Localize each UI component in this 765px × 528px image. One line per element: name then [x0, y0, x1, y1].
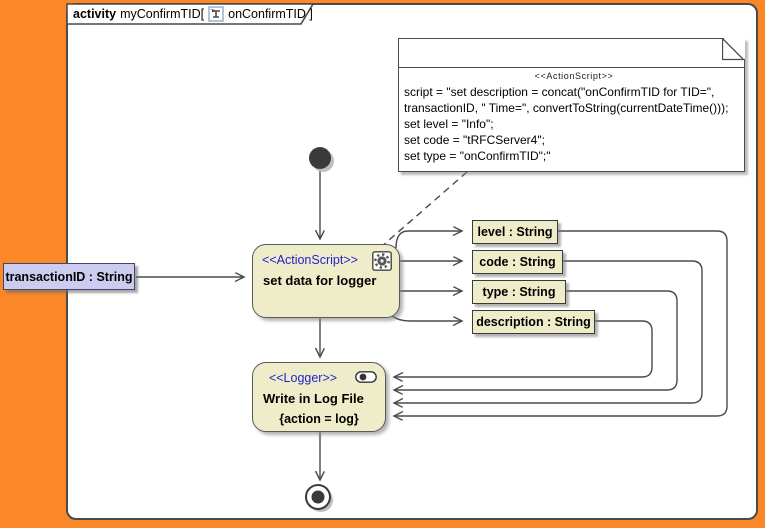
action-write-in-log-file[interactable]: <<Logger>> Write in Log File {action = l… [252, 362, 386, 432]
action-stereotype: <<ActionScript>> [262, 253, 358, 267]
activity-diagram-icon [208, 6, 224, 22]
frame-tab[interactable]: activity myConfirmTID[ onConfirmTID ] [73, 6, 313, 22]
pin-description[interactable]: description : String [472, 310, 595, 334]
note-script-line: set code = "tRFCServer4"; [404, 133, 545, 147]
frame-diagram-ref: onConfirmTID ] [228, 7, 313, 21]
pin-code[interactable]: code : String [472, 250, 563, 274]
pin-level[interactable]: level : String [472, 220, 558, 244]
logger-stereotype: <<Logger>> [268, 371, 338, 385]
note-stereotype: <<ActionScript>> [534, 71, 614, 81]
pin-label: level : String [477, 225, 553, 239]
gear-icon [372, 251, 392, 271]
pin-label: type : String [482, 285, 556, 299]
note-script-line: transactionID, " Time=", convertToString… [404, 101, 729, 115]
frame-name: myConfirmTID[ [120, 7, 205, 21]
logger-constraint: {action = log} [279, 412, 359, 426]
actionscript-note[interactable]: <<ActionScript>> script = "set descripti… [398, 37, 746, 172]
note-script-line: script = "set description = concat("onCo… [404, 85, 715, 99]
note-fold-icon [722, 38, 745, 61]
logger-label: Write in Log File [263, 391, 364, 406]
pin-label: code : String [479, 255, 556, 269]
note-divider [399, 67, 744, 68]
action-label: set data for logger [263, 273, 377, 288]
action-set-data-for-logger[interactable]: <<ActionScript>> set data for logger [252, 244, 400, 318]
note-script-line: set type = "onConfirmTID";" [404, 149, 551, 163]
note-script-line: set level = "Info"; [404, 117, 494, 131]
log-pin-icon [355, 371, 377, 383]
input-parameter-transactionid[interactable]: transactionID : String [3, 263, 135, 290]
pin-type[interactable]: type : String [472, 280, 566, 304]
pin-label: description : String [476, 315, 591, 329]
frame-keyword: activity [73, 7, 117, 21]
parameter-label: transactionID : String [5, 269, 133, 284]
